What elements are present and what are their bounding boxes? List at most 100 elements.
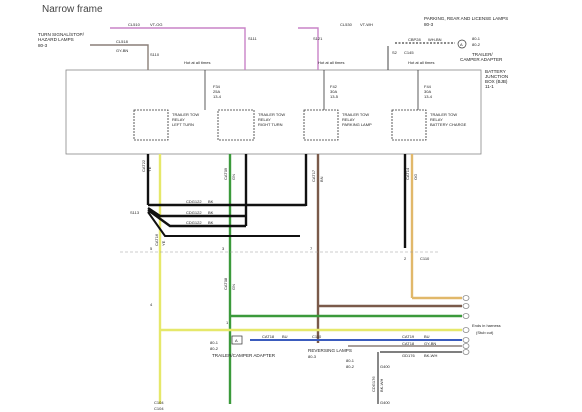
hot-label-right: Hot at all times [408,60,434,65]
svg-text:RELAY: RELAY [258,117,271,122]
circuit-cdg122-a-color: BK [208,199,214,204]
svg-text:13-5: 13-5 [330,94,339,99]
svg-text:80-3: 80-3 [308,354,317,359]
splice-s121: S121 [313,36,323,41]
circuit-gd176-color: BK-WH [424,353,437,358]
vlabel-cat08: CAT08 [223,277,228,290]
circuit-cdg122-c: CDG122 [186,220,202,225]
svg-text:PARKING, REAR AND LICENSE LAMP: PARKING, REAR AND LICENSE LAMPS [424,16,508,21]
splice-s111: S111 [248,36,258,41]
turn-lamps-label: TURN SIGNAL/STOP/ HAZARD LAMPS 80-3 [38,32,85,48]
circuit-cat18: CAT18 [262,334,275,339]
vlabel-cat16-color: YE [161,240,166,246]
vlabel-cat16: CAT16 [154,233,159,246]
relay-right-turn: TRAILER TOW RELAY RIGHT TURN [217,109,285,141]
svg-text:CAMPER ADAPTER: CAMPER ADAPTER [460,57,503,62]
vlabel-cat14: CAT14 [405,167,410,180]
circuit-gy-bn-id: CAT18 [402,341,415,346]
svg-text:RELAY: RELAY [172,117,185,122]
vlabel-cat08-color: GN [231,284,236,290]
ground-g400b: G400 [380,400,391,405]
wire-cl518 [90,44,149,70]
connector-c104: C104 [154,400,164,405]
relay-left-turn: TRAILER TOW RELAY LEFT TURN [133,109,199,141]
svg-text:F42: F42 [330,84,338,89]
svg-text:(Stub cut): (Stub cut) [476,330,494,335]
svg-text:TURN SIGNAL/STOP/: TURN SIGNAL/STOP/ [38,32,85,37]
page-title: Narrow frame [42,4,103,15]
connector-c145: C145 [404,50,414,55]
circuit-cbp28: CBP28 [408,37,421,42]
wire-cl510 [110,27,246,70]
circuit-cl518-color: GY-BN [116,48,128,53]
battery-junction-box [65,69,482,155]
circuit-cl510: CL510 [128,22,141,27]
circuit-cdg122-c-color: BK [208,220,214,225]
svg-text:TRAILER TOW: TRAILER TOW [342,112,369,117]
pin-4: 4 [150,302,153,307]
fuse-f44: F44 30A 13-4 [417,70,433,110]
connector-c110: C110 [420,256,430,261]
svg-text:F44: F44 [424,84,432,89]
splice-s2: S2 [392,50,398,55]
splice-s113: S113 [130,210,140,215]
splice-s110: S110 [150,52,160,57]
vlabel-cat14-color: OG [413,174,418,180]
pin-3: 3 [222,246,225,251]
svg-text:RELAY: RELAY [430,117,443,122]
vlabel-cdg176-color: BK-WH [379,379,384,392]
wire-cdg122-b [147,207,246,218]
ref-80-2-top: 80-2 [472,42,481,47]
vlabel-cat09-color: GN [231,174,236,180]
end-harness-label: Ends in harness (Stub cut) [472,323,501,335]
hot-label-mid: Hot at all times [318,60,344,65]
svg-text:Ends in harness: Ends in harness [472,323,501,328]
svg-text:LEFT TURN: LEFT TURN [172,122,194,127]
svg-text:RIGHT TURN: RIGHT TURN [258,122,283,127]
battery-box-label: BATTERY JUNCTION BOX (BJB) 11-1 [485,69,508,89]
fuse-f34: F34 25A 13-4 [204,70,222,110]
svg-text:80-2: 80-2 [210,346,219,351]
svg-text:BATTERY CHARGE: BATTERY CHARGE [430,122,467,127]
svg-text:BOX (BJB): BOX (BJB) [485,79,508,84]
hot-label-left: Hot at all times [184,60,210,65]
vlabel-cat22-color: YE [147,166,152,172]
svg-text:13-4: 13-4 [213,94,222,99]
circuit-cat19: CAT19 [402,334,415,339]
svg-text:RELAY: RELAY [342,117,355,122]
svg-text:30A: 30A [424,89,431,94]
svg-text:PARKING LAMP: PARKING LAMP [342,122,372,127]
wire-black-lower [147,211,300,237]
svg-text:11-1: 11-1 [485,84,494,89]
circuit-cdg122-b: CDG122 [186,210,202,215]
svg-text:HAZARD LAMPS: HAZARD LAMPS [38,37,74,42]
pin-1: 1 [226,320,229,325]
parking-lamps-label: PARKING, REAR AND LICENSE LAMPS 80-3 [424,16,508,27]
connector-a [457,39,467,49]
vlabel-cat17-color: BN [319,176,324,182]
reversing-lamps-label: REVERSING LAMPS 80-3 80-1 80-2 [308,348,355,369]
camper-adapter-bottom-label: 80-1 80-2 TRAILER/CAMPER ADAPTER [210,340,276,358]
circuit-cdg122-b-color: BK [208,210,214,215]
circuit-cl530: CL530 [340,22,353,27]
svg-text:30A: 30A [330,89,337,94]
connector-c104b: C104 [154,406,164,411]
circuit-cl530-color: VT-WH [360,22,373,27]
svg-text:JUNCTION: JUNCTION [485,74,508,79]
relay-parking-lamp: TRAILER TOW RELAY PARKING LAMP [303,109,372,141]
svg-text:13-4: 13-4 [424,94,433,99]
svg-text:80-1: 80-1 [346,358,355,363]
fuse-f42: F42 30A 13-5 [323,70,339,110]
ground-g400: G400 [380,364,391,369]
circuit-cdg122-a: CDG122 [186,199,202,204]
circuit-cbp28-color: WH-BN [428,37,442,42]
circuit-cl510-color: VT-OG [150,22,162,27]
svg-text:TRAILER/: TRAILER/ [472,52,493,57]
pin-2: 2 [404,256,407,261]
svg-text:REVERSING LAMPS: REVERSING LAMPS [308,348,352,353]
svg-text:80-3: 80-3 [424,22,434,27]
harness-end-connectors [462,295,470,355]
wire-cdg122-c [147,209,246,228]
circuit-cl518: CL518 [116,39,129,44]
